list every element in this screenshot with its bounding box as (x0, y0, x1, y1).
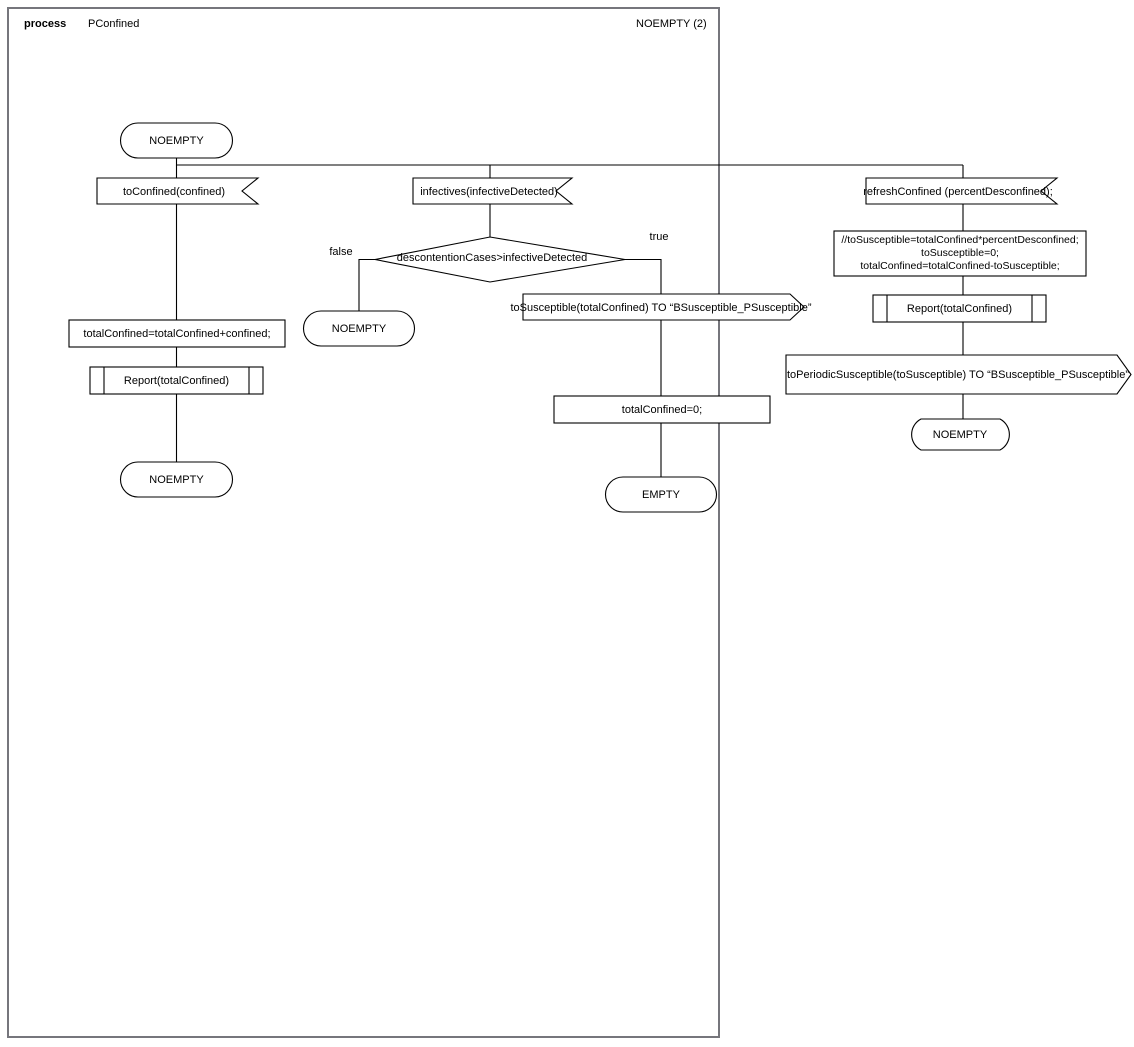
input-refresh-confined-label: refreshConfined (percentDesconfined); (863, 186, 1053, 198)
output-symbol-to-susceptible (522, 293, 805, 321)
task-total-confined-add (68, 319, 286, 348)
input-symbol-infectives (412, 177, 574, 205)
task-total-confined-add-label: totalConfined=totalConfined+confined; (83, 328, 270, 340)
state-end-b1-noempty-label: NOEMPTY (149, 474, 204, 486)
decision-descontention-cases-label: descontentionCases>infectiveDetected (397, 252, 587, 264)
state-end-b3-noempty (911, 418, 1010, 451)
output-symbol-to-periodic-susceptible (785, 354, 1132, 395)
page-frame (7, 7, 720, 1038)
state-b2-false-noempty-label: NOEMPTY (332, 323, 387, 335)
task-refresh-computation (833, 230, 1087, 277)
task-refresh-computation-line1: //toSusceptible=totalConfined*percentDes… (841, 234, 1078, 246)
decision-descontention-cases (374, 236, 626, 283)
flowline-b2-true (625, 258, 662, 294)
header-state-counter: NOEMPTY (2) (636, 18, 707, 30)
state-end-b3-noempty-label: NOEMPTY (933, 429, 988, 441)
procedure-report-b1-label: Report(totalConfined) (124, 375, 229, 387)
input-to-confined-label: toConfined(confined) (123, 186, 225, 198)
branch-label-false: false (329, 246, 352, 258)
task-refresh-computation-line2: toSusceptible=0; (921, 247, 999, 259)
task-refresh-computation-line3: totalConfined=totalConfined-toSusceptibl… (860, 260, 1059, 272)
input-infectives-label: infectives(infectiveDetected) (420, 186, 558, 198)
procedure-report-b1 (89, 366, 264, 395)
procedure-report-b3 (872, 294, 1047, 323)
task-total-confined-zero-label: totalConfined=0; (622, 404, 702, 416)
procedure-report-b3-label: Report(totalConfined) (907, 303, 1012, 315)
header-process-name: PConfined (88, 18, 139, 30)
output-to-susceptible-label: toSusceptible(totalConfined) TO “BSuscep… (510, 302, 811, 314)
output-to-periodic-susceptible-label: toPeriodicSusceptible(toSusceptible) TO … (787, 369, 1129, 381)
input-symbol-refresh-confined (865, 177, 1059, 205)
flowline-start-to-bus (175, 158, 963, 166)
input-symbol-to-confined (96, 177, 260, 205)
state-start-noempty-label: NOEMPTY (149, 135, 204, 147)
state-start-noempty (119, 122, 234, 159)
state-end-b1-noempty (119, 461, 234, 498)
flowline-b2-false (358, 258, 375, 311)
task-total-confined-zero (553, 395, 771, 424)
state-end-b2-empty (604, 476, 718, 513)
state-end-b2-empty-label: EMPTY (642, 489, 681, 501)
branch-label-true: true (650, 231, 669, 243)
header-keyword: process (24, 18, 66, 30)
state-b2-false-noempty (302, 310, 416, 347)
